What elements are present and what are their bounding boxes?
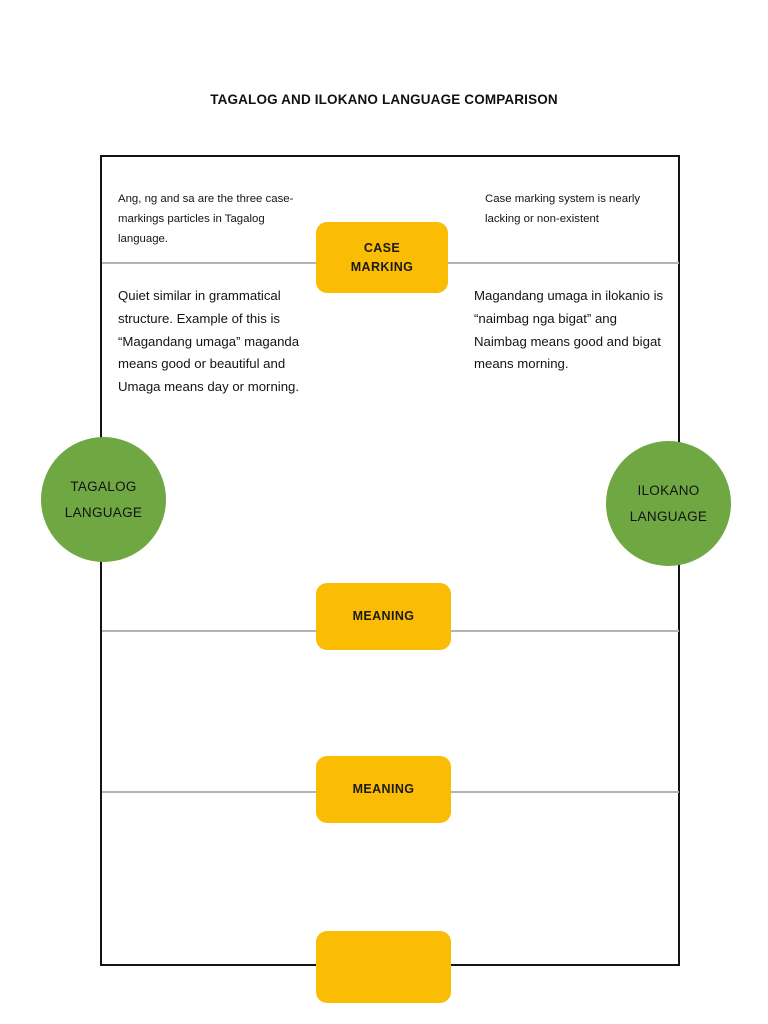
tagalog-meaning-text: Quiet similar in grammatical structure. … bbox=[118, 288, 300, 395]
ilokano-case-marking-text: Case marking system is nearly lacking or… bbox=[485, 193, 641, 225]
tagalog-case-marking-text: Ang, ng and sa are the three case-markin… bbox=[118, 193, 294, 245]
circle-tagalog-line2: LANGUAGE bbox=[64, 504, 143, 520]
node-meaning-1[interactable]: MEANING bbox=[316, 583, 451, 650]
circle-tagalog-line1: TAGALOG bbox=[70, 478, 137, 494]
connector-stub-left bbox=[102, 964, 320, 966]
node-case-marking-label: CASE MARKING bbox=[351, 239, 414, 275]
page-title: TAGALOG AND ILOKANO LANGUAGE COMPARISON bbox=[210, 92, 558, 107]
node-case-marking[interactable]: CASE MARKING bbox=[316, 222, 448, 293]
node-meaning-2-label: MEANING bbox=[352, 782, 415, 797]
circle-ilokano-language[interactable]: ILOKANO LANGUAGE bbox=[606, 441, 731, 566]
node-meaning-1-label: MEANING bbox=[352, 609, 415, 624]
node-case-marking-line1: CASE bbox=[363, 241, 401, 256]
circle-ilokano-line2: LANGUAGE bbox=[629, 508, 708, 524]
circle-ilokano-line1: ILOKANO bbox=[637, 482, 700, 498]
node-meaning-2[interactable]: MEANING bbox=[316, 756, 451, 823]
node-blank[interactable] bbox=[316, 931, 451, 1003]
connector-stub-right bbox=[448, 964, 679, 966]
circle-tagalog-language[interactable]: TAGALOG LANGUAGE bbox=[41, 437, 166, 562]
node-case-marking-line2: MARKING bbox=[350, 259, 414, 274]
ilokano-meaning-text: Magandang umaga in ilokanio is “naimbag … bbox=[474, 288, 664, 372]
